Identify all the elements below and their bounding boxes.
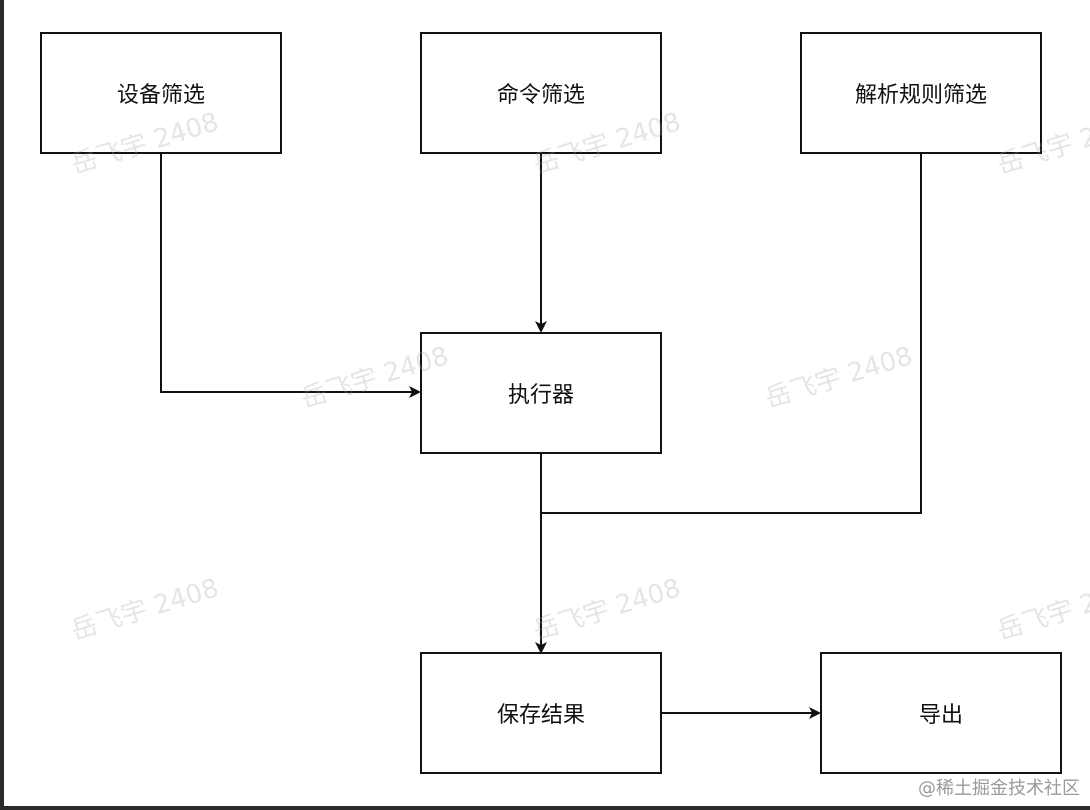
node-rule-filter: 解析规则筛选	[800, 32, 1042, 154]
node-executor: 执行器	[420, 332, 662, 454]
node-command-filter-label: 命令筛选	[496, 83, 585, 108]
edge-device-to-executor	[160, 153, 421, 398]
node-export-label: 导出	[918, 703, 963, 728]
node-device-filter-label: 设备筛选	[116, 83, 205, 108]
edge-rule-to-join	[541, 153, 922, 514]
node-command-filter: 命令筛选	[420, 32, 662, 154]
node-device-filter: 设备筛选	[40, 32, 282, 154]
node-export: 导出	[820, 652, 1062, 774]
node-executor-label: 执行器	[507, 383, 574, 408]
node-save-result: 保存结果	[420, 652, 662, 774]
site-credit: @稀土掘金技术社区	[918, 778, 1080, 799]
edges-layer	[160, 153, 922, 719]
node-save-result-label: 保存结果	[496, 703, 585, 728]
node-rule-filter-label: 解析规则筛选	[854, 83, 987, 108]
